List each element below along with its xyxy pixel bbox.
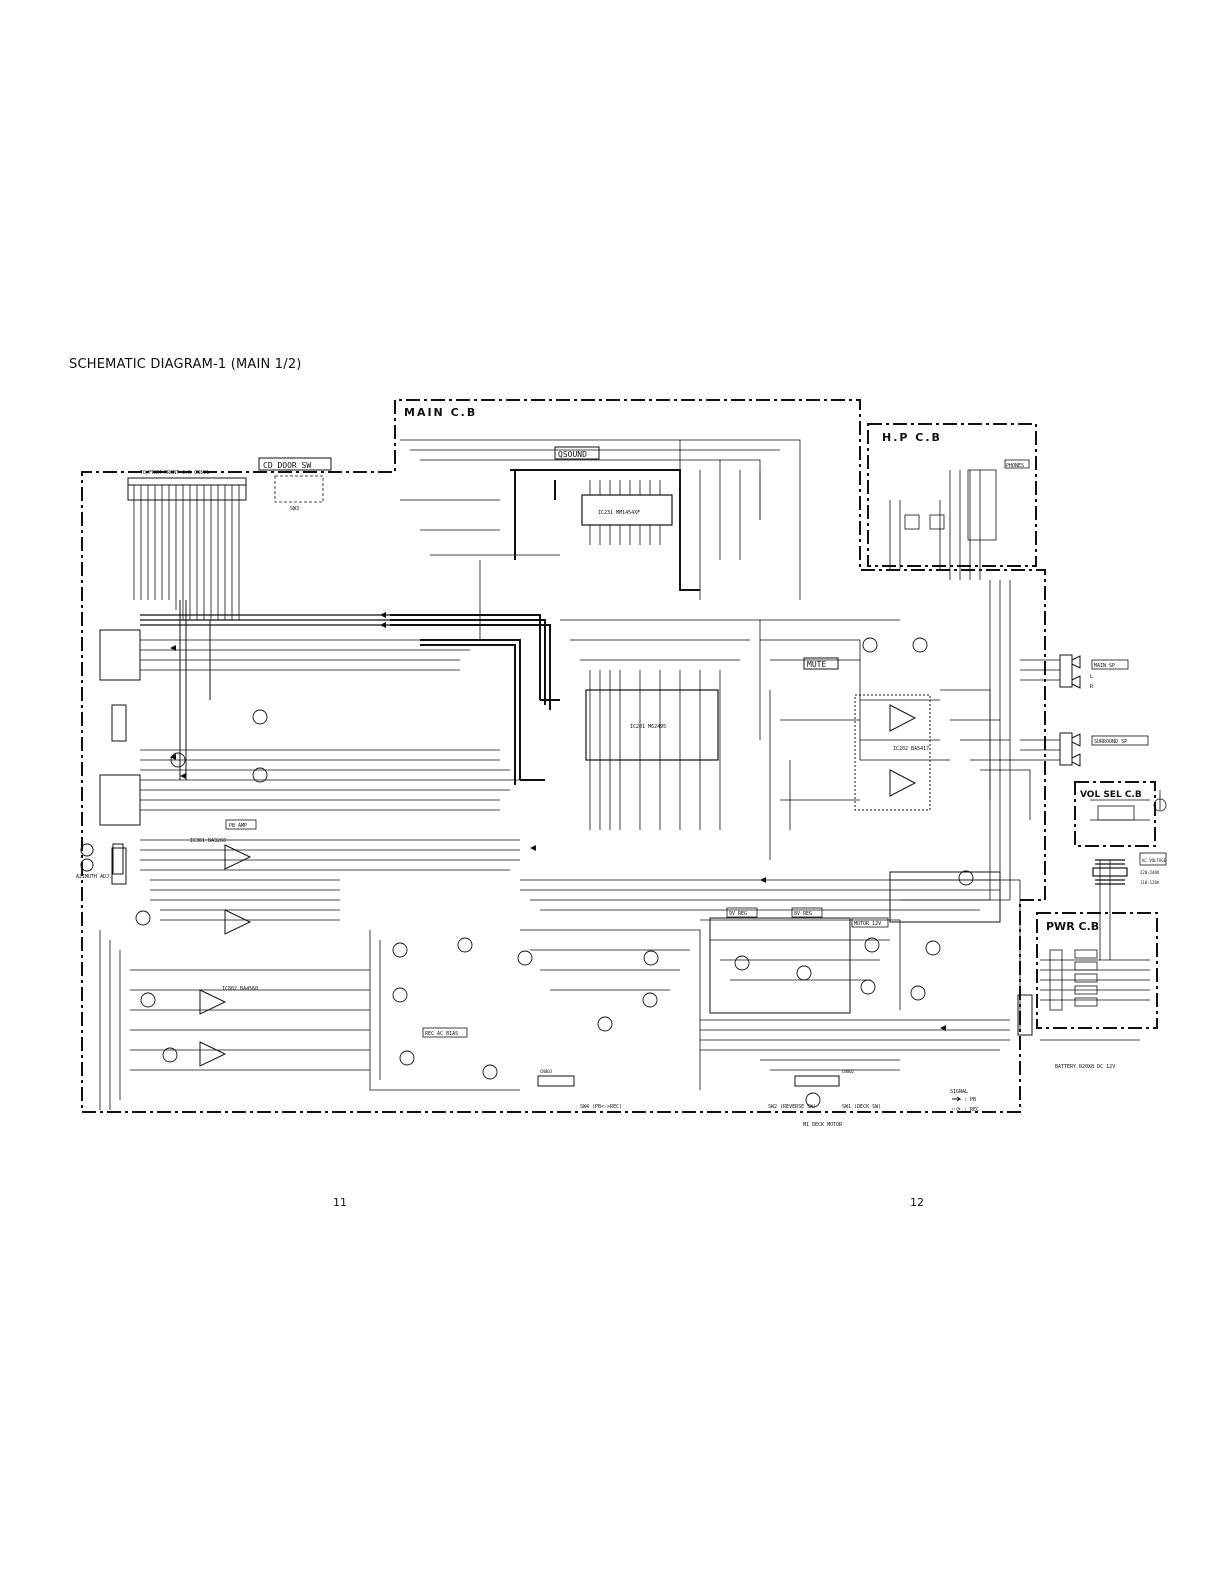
page-title: SCHEMATIC DIAGRAM-1 (MAIN 1/2) (69, 357, 302, 372)
signal-legend-title: SIGNAL (950, 1089, 968, 1095)
rec-ac-bias-box (422, 1027, 468, 1038)
transistors (135, 709, 974, 1108)
sw3-box (274, 475, 324, 503)
pwr-components (1049, 949, 1098, 1011)
qsound-label-box (554, 446, 600, 460)
ic202-amp (854, 694, 931, 811)
main-sp-label-box (1091, 659, 1129, 670)
motor-12v-box (851, 917, 889, 928)
ic231-box (581, 494, 673, 526)
sw2-label: SW2 (REVERSE SW) (768, 1104, 816, 1110)
main-board-outline (81, 399, 1046, 1113)
motor-12v-label: MOTOR 12V (854, 921, 881, 927)
main-board-label: MAIN C.B (404, 406, 477, 419)
deck-motor-label: M1 DECK MOTOR (803, 1122, 843, 1128)
cd-door-sw-box (258, 457, 332, 471)
azimuth-label: AZIMUTH ADJ. (76, 874, 112, 880)
main-sp-l: L (1090, 674, 1093, 680)
9v-reg-label: 9V REG (729, 911, 747, 917)
ac-voltage-label: AC VOLTAGE (1142, 858, 1167, 863)
vol-sel-board-label: VOL SEL C.B (1080, 790, 1142, 800)
pb-amp-label-box (225, 819, 257, 830)
main-sp-r: R (1090, 684, 1094, 690)
9v-reg-box (726, 907, 758, 918)
main-sp-label: MAIN SP (1094, 663, 1115, 669)
left-connectors (99, 629, 141, 885)
front-connector (127, 477, 247, 501)
cd-door-sw-label: CD DOOR SW (263, 461, 311, 470)
ic802-label: IC802 BA4560 (222, 986, 258, 992)
rec-ac-bias-label: REC AC BIAS (425, 1031, 458, 1037)
sw4-label: SW4 (PB<->REC) (580, 1104, 622, 1110)
ic201-label: IC201 M62495 (630, 724, 666, 730)
cn803-label: CN803 (540, 1069, 553, 1074)
pb-arrow-icon (952, 1096, 962, 1102)
pb-legend: : PB (964, 1097, 976, 1103)
range-220-label: 220-240V (1140, 870, 1160, 875)
ic301-label: IC301 BA3260 (190, 838, 226, 844)
surround-sp-label-box (1091, 735, 1149, 746)
rec-arrow-icon (952, 1106, 962, 1112)
mute-label: MUTE (807, 660, 826, 669)
front-connector-label: TO/FROM FRONT C.B CN601 (140, 470, 209, 476)
tape-heads (80, 843, 124, 875)
power-transformer (1092, 859, 1128, 885)
8v-reg-box (791, 907, 823, 918)
sw1-label: SW1 (DECK SW) (842, 1104, 881, 1110)
surround-sp-label: SURROUND SP (1094, 739, 1127, 745)
mute-label-box (803, 657, 839, 670)
ic231-pins (589, 480, 661, 545)
battery-label: BATTERY R20X8 DC 12V (1055, 1064, 1115, 1070)
pwr-board-label: PWR C.B (1046, 920, 1099, 933)
ac-voltage-box (1139, 852, 1167, 866)
signal-bus-heavy (140, 469, 700, 785)
ic231-label: IC231 MM1454XF (598, 510, 640, 516)
ic201-box (585, 689, 719, 761)
regulator-boxes (709, 871, 1001, 1014)
range-110-label: 110-120V (1140, 880, 1160, 885)
qsound-label: QSOUND (558, 450, 587, 459)
phones-label-box (1004, 459, 1030, 469)
front-connector-pins (133, 485, 240, 620)
sw3-label: SW3 (290, 506, 299, 512)
ic202-label: IC202 BA5417 (893, 746, 929, 752)
hp-components (904, 469, 997, 541)
cn802-label: CN802 (842, 1069, 855, 1074)
vol-sel-components (1097, 798, 1167, 821)
pwr-board-outline (1036, 912, 1158, 1029)
page-number-left: 11 (333, 1196, 347, 1209)
rec-legend: : REC (964, 1107, 979, 1113)
speaker-terminals (1059, 654, 1081, 767)
signal-arrows (170, 612, 946, 1031)
pb-amp-label: PB AMP (229, 823, 247, 829)
hp-board-outline (867, 423, 1037, 567)
8v-reg-label: 8V REG (794, 911, 812, 917)
vol-sel-board-outline (1074, 781, 1156, 847)
hp-board-label: H.P C.B (882, 431, 942, 444)
op-amps (199, 844, 252, 1067)
bottom-connectors (537, 994, 1033, 1087)
page-number-right: 12 (910, 1196, 924, 1209)
mute-transistors (862, 637, 928, 653)
phones-label: PHONES (1006, 463, 1024, 469)
